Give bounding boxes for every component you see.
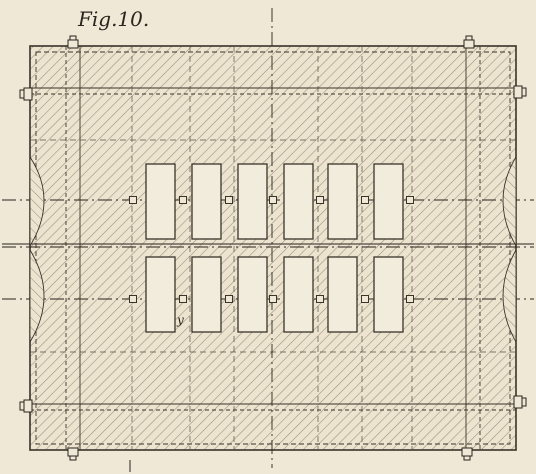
block-r1-c3	[237, 163, 268, 240]
pin-r1-3	[225, 196, 233, 204]
figure-label: Fig.10.	[77, 7, 149, 31]
corner-bolts	[19, 35, 527, 461]
center-lines	[2, 8, 534, 468]
grid-lines	[30, 46, 516, 450]
pin-array	[129, 196, 414, 303]
block-r2-c5	[327, 256, 358, 333]
block-r1-c2	[191, 163, 222, 240]
plate-frame	[30, 46, 516, 450]
pin-r2-7	[406, 295, 414, 303]
bolt-top-right	[463, 35, 475, 49]
base-plate	[29, 45, 517, 451]
pin-r2-1	[129, 295, 137, 303]
block-r2-c2	[191, 256, 222, 333]
bolt-bottom-right	[461, 447, 473, 461]
pin-r2-3	[225, 295, 233, 303]
pin-r1-6	[361, 196, 369, 204]
bolt-top-left	[67, 35, 79, 49]
pin-r2-6	[361, 295, 369, 303]
pin-r2-2	[179, 295, 187, 303]
side-cutouts	[29, 155, 517, 344]
bolt-bottom-left	[67, 447, 79, 461]
pin-r2-4	[269, 295, 277, 303]
block-r2-c4	[283, 256, 314, 333]
block-r1-c4	[283, 163, 314, 240]
block-array	[145, 163, 404, 333]
pin-r1-1	[129, 196, 137, 204]
block-r1-c6	[373, 163, 404, 240]
pin-r1-5	[316, 196, 324, 204]
block-r1-c5	[327, 163, 358, 240]
pin-r1-2	[179, 196, 187, 204]
bolt-left-upper	[19, 87, 33, 101]
bolt-right-lower	[513, 395, 527, 409]
pin-r1-7	[406, 196, 414, 204]
part-label-y: y	[176, 313, 184, 327]
block-r2-c3	[237, 256, 268, 333]
block-r2-c1	[145, 256, 176, 333]
bolt-left-lower	[19, 399, 33, 413]
block-r1-c1	[145, 163, 176, 240]
pin-r1-4	[269, 196, 277, 204]
block-r2-c6	[373, 256, 404, 333]
pin-r2-5	[316, 295, 324, 303]
bolt-right-upper	[513, 85, 527, 99]
